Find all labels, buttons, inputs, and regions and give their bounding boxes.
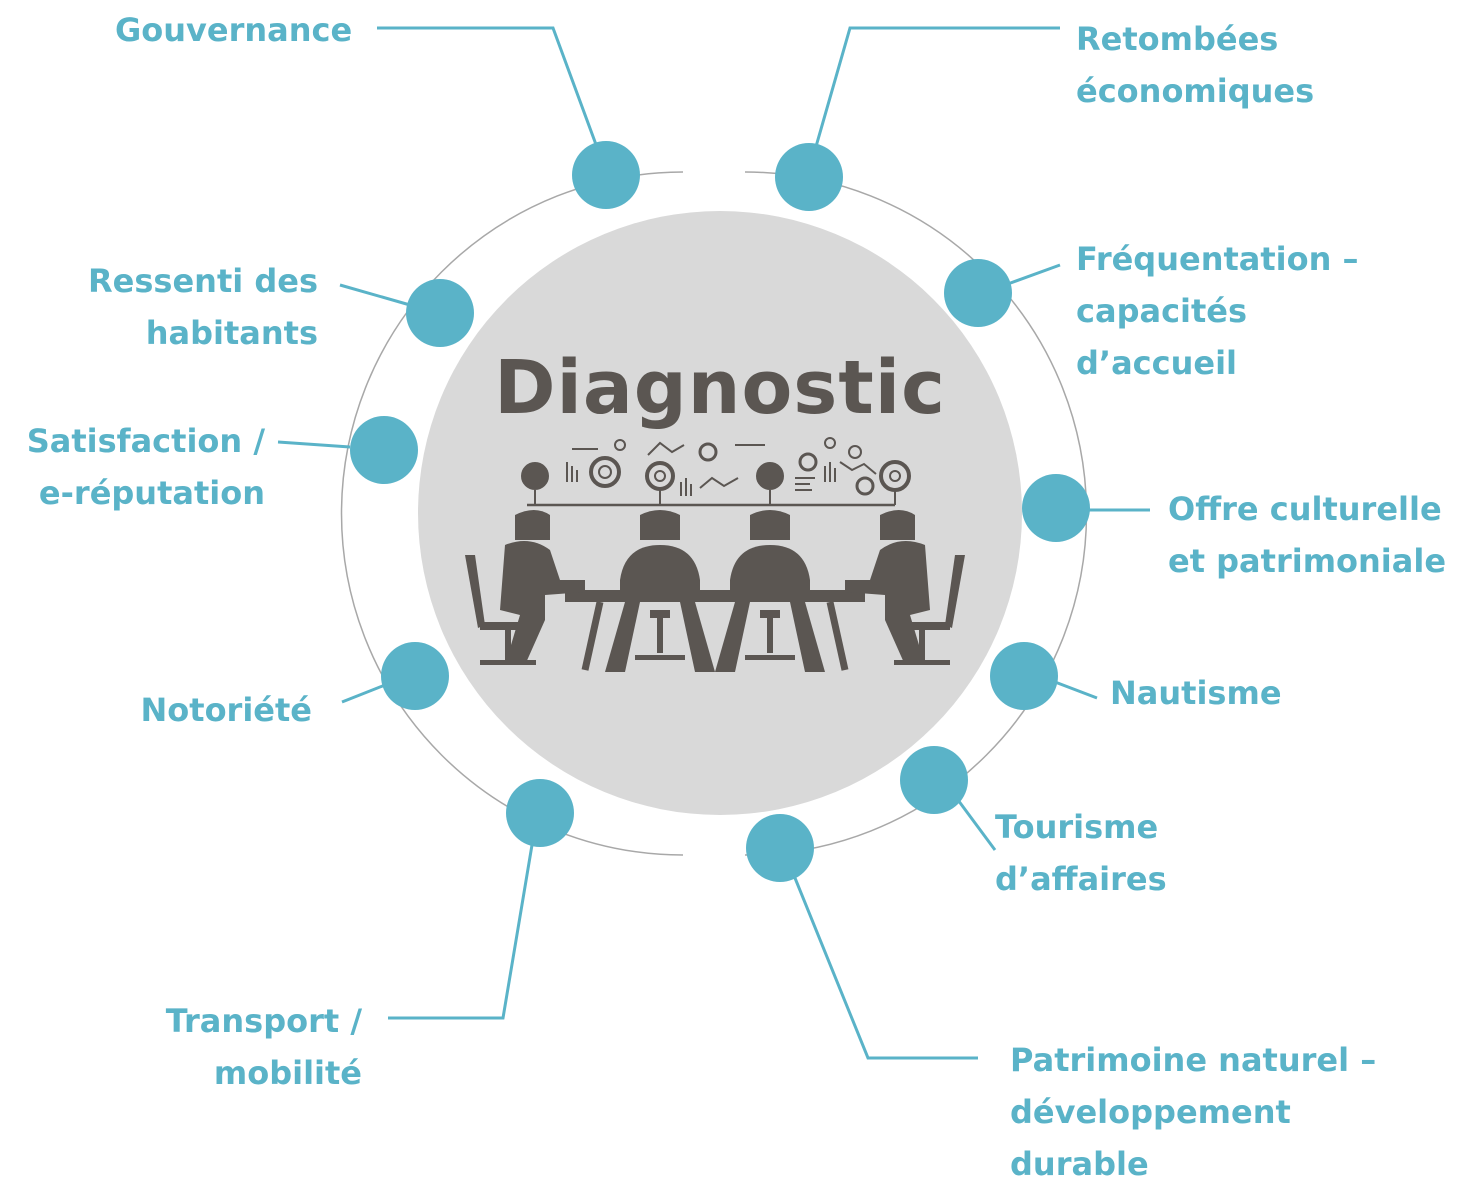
center-disc: [418, 211, 1022, 815]
dot-nautisme: [990, 642, 1058, 710]
dot-retombees: [775, 143, 843, 211]
center-title: Diagnostic: [494, 345, 946, 431]
connector-nautisme: [1054, 680, 1098, 700]
connector-gouvernance: [377, 26, 600, 151]
dot-tourisme: [900, 746, 968, 814]
connector-retombees: [813, 26, 1060, 151]
person-center-right: [715, 510, 825, 672]
person-right: [845, 510, 965, 665]
label-frequentation-line-1: Fréquentation –: [1076, 240, 1359, 278]
dot-offre: [1022, 474, 1090, 542]
person-left: [465, 510, 585, 665]
connector-frequentation: [1004, 263, 1061, 287]
dot-transport: [506, 779, 574, 847]
meeting-table-icon: [465, 437, 965, 672]
label-retombees-line-2: économiques: [1076, 72, 1315, 110]
label-patrimoine: Patrimoine naturel – développement durab…: [1010, 1034, 1376, 1190]
dot-gouvernance: [572, 141, 640, 209]
connector-tourisme: [956, 799, 997, 851]
label-offre-line-1: Offre culturelle: [1168, 490, 1442, 528]
label-satisfaction-line-2: e-réputation: [38, 474, 265, 512]
person-center-left: [605, 510, 715, 672]
label-satisfaction: Satisfaction / e-réputation: [8, 415, 265, 519]
label-retombees: Retombées économiques: [1076, 13, 1314, 117]
label-tourisme-line-2: d’affaires: [995, 860, 1167, 898]
label-frequentation-line-2: capacités: [1076, 292, 1248, 330]
dot-ressenti: [406, 279, 474, 347]
label-ressenti: Ressenti des habitants: [60, 255, 318, 359]
connector-transport: [388, 844, 534, 1020]
dot-frequentation: [944, 259, 1012, 327]
label-patrimoine-line-1: Patrimoine naturel –: [1010, 1041, 1377, 1079]
dot-satisfaction: [350, 416, 418, 484]
label-frequentation: Fréquentation – capacités d’accueil: [1076, 233, 1359, 389]
label-patrimoine-line-3: durable: [1010, 1145, 1149, 1183]
connector-lines: [277, 26, 1150, 1060]
dot-patrimoine: [746, 814, 814, 882]
connector-satisfaction: [277, 440, 351, 449]
label-notoriete: Notoriété: [100, 684, 313, 736]
label-nautisme-line-1: Nautisme: [1110, 674, 1282, 712]
label-nautisme: Nautisme: [1110, 667, 1282, 719]
label-gouvernance: Gouvernance: [115, 4, 352, 56]
label-tourisme: Tourisme d’affaires: [995, 801, 1167, 905]
label-notoriete-line-1: Notoriété: [140, 691, 313, 729]
label-tourisme-line-1: Tourisme: [995, 808, 1159, 846]
label-patrimoine-line-2: développement: [1010, 1093, 1291, 1131]
label-offre-line-2: et patrimoniale: [1168, 542, 1447, 580]
label-frequentation-line-3: d’accueil: [1076, 344, 1238, 382]
label-satisfaction-line-1: Satisfaction /: [26, 422, 265, 460]
ideas-decoration: [521, 437, 911, 507]
connector-patrimoine: [793, 877, 978, 1060]
label-transport-line-1: Transport /: [165, 1002, 362, 1040]
label-transport: Transport / mobilité: [100, 995, 362, 1099]
label-ressenti-line-2: habitants: [145, 314, 318, 352]
connector-notoriete: [341, 683, 386, 704]
dot-notoriete: [381, 642, 449, 710]
label-retombees-line-1: Retombées: [1076, 20, 1279, 58]
node-dots: [350, 141, 1090, 882]
table-top: [565, 590, 865, 602]
connector-ressenti: [339, 283, 411, 307]
label-transport-line-2: mobilité: [213, 1054, 362, 1092]
label-ressenti-line-1: Ressenti des: [88, 262, 318, 300]
label-gouvernance-line-1: Gouvernance: [115, 11, 353, 49]
label-offre: Offre culturelle et patrimoniale: [1168, 483, 1446, 587]
